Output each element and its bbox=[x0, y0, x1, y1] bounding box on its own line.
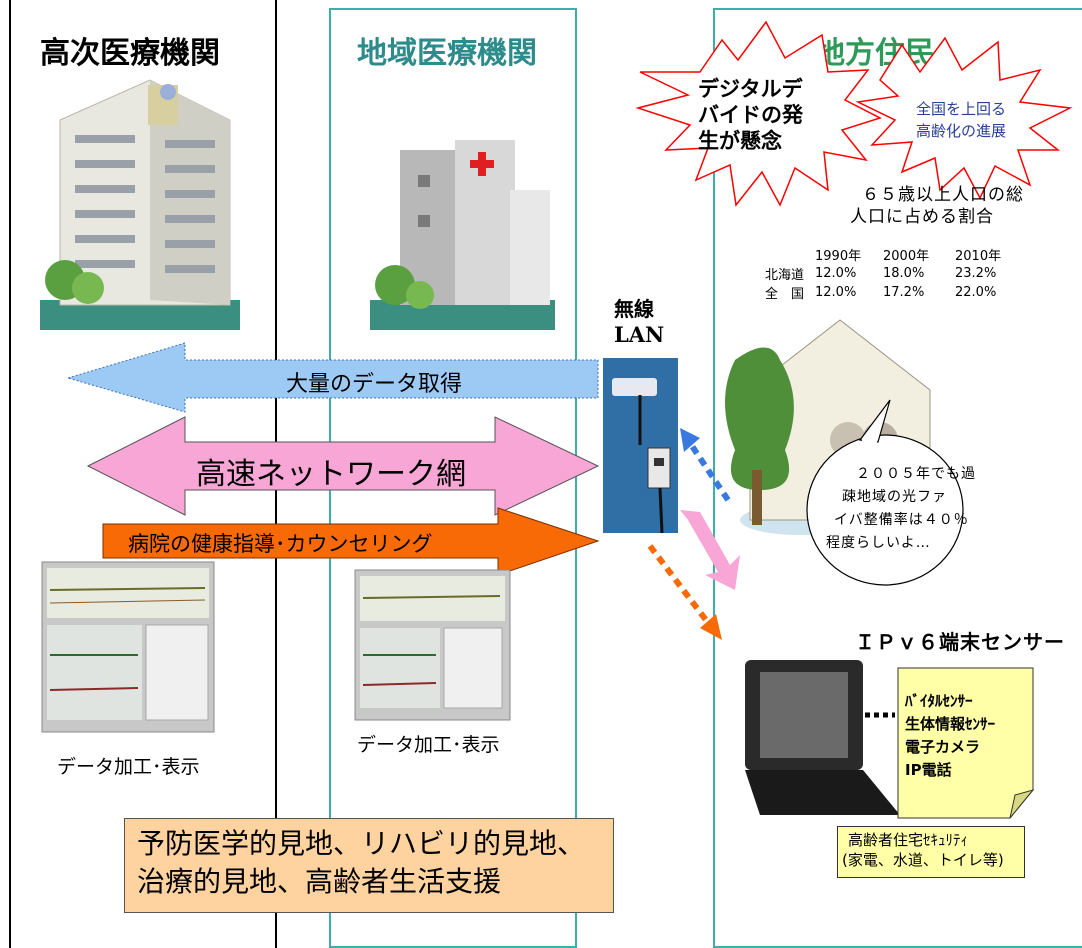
arrow-network-label: 高速ネットワーク網 bbox=[196, 457, 466, 492]
stats-row-label: 全 国 bbox=[765, 287, 805, 302]
wireless-lan-line-1: 無線 bbox=[614, 297, 654, 321]
burst-digital-divide-text: デジタルデ バイドの発 生が懸念 bbox=[698, 76, 803, 154]
stats-year: 2000年 bbox=[883, 249, 930, 264]
arrow-guidance-label: 病院の健康指導･カウンセリング bbox=[128, 532, 433, 556]
stats-cell: 12.0% bbox=[815, 285, 857, 300]
column-title-regional: 地域医療機関 bbox=[357, 36, 537, 71]
stats-table: 1990年 2000年 2010年 北海道 12.0% 18.0% 23.2% … bbox=[765, 245, 1015, 302]
stats-cell: 17.2% bbox=[883, 285, 925, 300]
stats-row: 北海道 12.0% 18.0% 23.2% bbox=[765, 264, 1015, 283]
burst-digital-divide bbox=[635, 20, 882, 207]
stats-cell: 23.2% bbox=[955, 266, 997, 281]
stats-title-line-2: 人口に占める割合 bbox=[850, 207, 994, 227]
data-screen-high-icon bbox=[41, 561, 215, 733]
stats-cell: 18.0% bbox=[883, 266, 925, 281]
bottom-line-1: 予防医学的見地、リハビリ的見地、 bbox=[137, 827, 586, 860]
bottom-line-2: 治療的見地、高齢者生活支援 bbox=[137, 865, 502, 898]
home-security-box: 高齢者住宅ｾｷｭﾘﾃｨ (家電、水道、トイレ等) bbox=[837, 826, 1025, 878]
dashed-arrow-blue bbox=[685, 438, 731, 502]
wireless-lan-device-icon bbox=[603, 358, 678, 534]
regional-hospital-building-icon bbox=[370, 140, 555, 330]
dashed-arrow-orange bbox=[647, 544, 715, 630]
sensor-item: IP電話 bbox=[905, 761, 952, 779]
stats-row-label: 北海道 bbox=[765, 268, 805, 283]
stats-header-row: 1990年 2000年 2010年 bbox=[765, 245, 1015, 264]
caption-high: データ加工･表示 bbox=[57, 756, 200, 778]
burst-line-2: バイドの発 bbox=[698, 103, 803, 127]
burst-line-1: デジタルデ bbox=[698, 77, 803, 101]
arrow-data-acquisition bbox=[66, 342, 599, 413]
high-hospital-building-icon bbox=[40, 79, 240, 330]
caption-regional: データ加工･表示 bbox=[357, 734, 500, 756]
speech-line-1: ２００５年でも過 bbox=[856, 466, 976, 482]
speech-line-2: 疎地域の光ファ bbox=[842, 489, 947, 505]
speech-bubble bbox=[806, 434, 964, 586]
burst-aging bbox=[855, 36, 1073, 200]
burst-aging-text: 全国を上回る 高齢化の進展 bbox=[895, 98, 1027, 142]
speech-bubble-text: ２００５年でも過 疎地域の光ファ イバ整備率は４０％ 程度らしいよ… bbox=[826, 463, 976, 555]
column-title-high: 高次医療機関 bbox=[40, 36, 220, 71]
arrow-data-acquisition-label: 大量のデータ取得 bbox=[286, 372, 463, 397]
bottom-summary-box: 予防医学的見地、リハビリ的見地、 治療的見地、高齢者生活支援 bbox=[124, 818, 614, 913]
stats-year: 1990年 bbox=[815, 249, 862, 264]
wireless-lan-line-2: LAN bbox=[614, 322, 665, 347]
sensor-item: 電子カメラ bbox=[905, 738, 981, 756]
stats-title: ６５歳以上人口の総 人口に占める割合 bbox=[850, 184, 1024, 228]
speech-line-3: イバ整備率は４０％ bbox=[834, 512, 969, 528]
burst-aging-line-1: 全国を上回る bbox=[915, 100, 1006, 118]
data-screen-regional-icon bbox=[354, 569, 511, 721]
speech-line-4: 程度らしいよ… bbox=[826, 535, 931, 551]
burst-line-3: 生が懸念 bbox=[698, 129, 782, 153]
ipv6-terminal-icon bbox=[745, 660, 900, 815]
stats-cell: 12.0% bbox=[815, 266, 857, 281]
stats-title-line-1: ６５歳以上人口の総 bbox=[862, 185, 1024, 205]
security-line-2: (家電、水道、トイレ等) bbox=[842, 851, 1004, 869]
burst-aging-line-2: 高齢化の進展 bbox=[915, 122, 1006, 140]
wireless-lan-label: 無線 LAN bbox=[614, 296, 664, 348]
security-line-1: 高齢者住宅ｾｷｭﾘﾃｨ bbox=[848, 831, 969, 849]
pink-link-arrow bbox=[680, 510, 740, 590]
sensor-list: ﾊﾞｲﾀﾙｾﾝｻｰ 生体情報ｾﾝｻｰ 電子カメラ IP電話 bbox=[905, 690, 995, 782]
stats-row: 全 国 12.0% 17.2% 22.0% bbox=[765, 283, 1015, 302]
sensor-item: ﾊﾞｲﾀﾙｾﾝｻｰ bbox=[905, 692, 973, 710]
arrow-network bbox=[86, 416, 600, 516]
sensor-item: 生体情報ｾﾝｻｰ bbox=[905, 715, 996, 733]
stats-year: 2010年 bbox=[955, 249, 1002, 264]
stats-cell: 22.0% bbox=[955, 285, 997, 300]
ipv6-terminal-title: ＩＰｖ６端末センサー bbox=[855, 630, 1065, 654]
arrow-guidance bbox=[102, 507, 600, 576]
